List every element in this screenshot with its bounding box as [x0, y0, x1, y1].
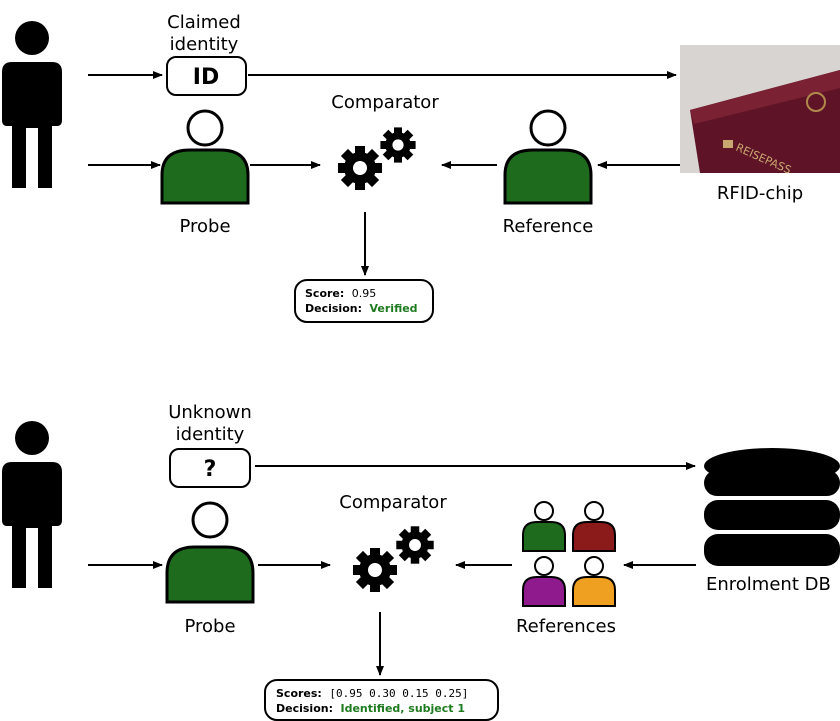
reference-user-icon: [522, 501, 566, 552]
comparator-label: Comparator: [339, 492, 447, 513]
decision-value: Identified, subject 1: [341, 702, 466, 715]
person-silhouette-icon: [2, 421, 62, 588]
person-silhouette-icon: [2, 21, 62, 188]
comparator-label: Comparator: [331, 92, 439, 113]
svg-text:Score: 0.95: Score: 0.95: [305, 287, 376, 300]
identification-section: Unknown identity ? Probe Comparator: [2, 402, 840, 721]
claim-label-line2: identity: [170, 34, 239, 55]
scores-value: [0.95 0.30 0.15 0.25]: [329, 687, 468, 700]
decision-value: Verified: [370, 302, 418, 315]
svg-text:Decision: Verified: Decision: Verified: [305, 302, 418, 315]
score-key: Score:: [305, 287, 344, 300]
unknown-label-line1: Unknown: [168, 402, 252, 423]
gears-icon: [338, 127, 416, 190]
reference-label: Reference: [503, 216, 594, 237]
claim-box: ID: [166, 56, 247, 96]
claim-label-line1: Claimed: [167, 12, 241, 33]
score-value: 0.95: [352, 287, 377, 300]
database-icon: [704, 448, 840, 566]
claim-box-text: ID: [193, 65, 219, 90]
reference-user-icon: [503, 109, 593, 205]
references-label: References: [516, 616, 616, 637]
probe-label: Probe: [179, 216, 230, 237]
svg-text:Decision: Identified,: Decision: Identified, subject 1: [276, 702, 465, 715]
svg-text:Scores: [0.95 0.30 0.1: Scores: [0.95 0.30 0.15 0.25]: [276, 687, 468, 700]
decision-key: Decision:: [305, 302, 362, 315]
scores-key: Scores:: [276, 687, 322, 700]
rfid-chip-label: RFID-chip: [717, 183, 803, 204]
verification-section: Claimed identity ID Probe Comparator Ref…: [2, 12, 840, 323]
references-group-icon: [522, 501, 616, 607]
reference-user-icon: [572, 556, 616, 607]
unknown-box: ?: [169, 448, 251, 488]
probe-user-icon: [160, 109, 250, 205]
probe-user-icon: [165, 501, 255, 604]
reference-user-icon: [572, 501, 616, 552]
result-box: Score: 0.95 Decision: Verified: [294, 279, 434, 323]
probe-label: Probe: [184, 616, 235, 637]
decision-key: Decision:: [276, 702, 333, 715]
enrolment-db-label: Enrolment DB: [706, 574, 831, 595]
result-box: Scores: [0.95 0.30 0.15 0.25] Decision: …: [264, 679, 499, 721]
unknown-label-line2: identity: [176, 424, 245, 445]
unknown-box-text: ?: [204, 457, 217, 482]
passport-icon: REISEPASS: [680, 45, 840, 177]
gears-icon: [353, 526, 434, 592]
reference-user-icon: [522, 556, 566, 607]
